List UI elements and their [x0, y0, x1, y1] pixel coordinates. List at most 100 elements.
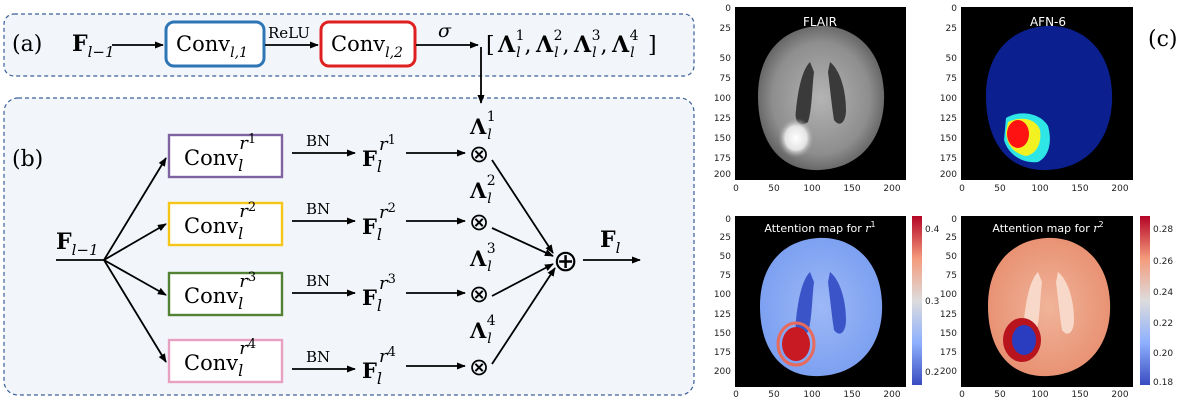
- tick: 0: [725, 215, 731, 225]
- tick: 50: [946, 54, 958, 64]
- merge-arrow-1: [491, 159, 554, 254]
- image-attention-r1: Attention map for r1 0.4 0.3 0.2 0 25 50…: [714, 215, 940, 400]
- panel-a-input: Fl−1: [72, 31, 115, 61]
- panel-a-label: (a): [12, 32, 42, 57]
- branch-2-lambda: Λl2: [469, 173, 496, 207]
- tick: 200: [1111, 390, 1128, 400]
- branch-2-conv-label: Convlr2: [184, 200, 256, 243]
- branch-4-conv-box: [167, 338, 284, 384]
- tick: 200: [883, 390, 900, 400]
- branch-1-multiply: ⊗: [469, 140, 489, 168]
- branch-3-conv-box: [167, 271, 284, 317]
- attn1-brain: [760, 237, 883, 377]
- attn1-lesion: [782, 327, 810, 361]
- branch-3-multiply: ⊗: [469, 280, 489, 308]
- branch-2-multiply: ⊗: [469, 208, 489, 236]
- conv-l1-label: Convl,1: [176, 32, 248, 61]
- lambda-set-4: Λl4: [611, 28, 639, 61]
- tick: 150: [1071, 184, 1088, 194]
- tick: 75: [946, 271, 957, 281]
- branch-1-bn: BN: [306, 132, 330, 150]
- attn2-colorbar: [1140, 216, 1150, 385]
- tick: 175: [940, 348, 957, 358]
- attn1-x-ticks: 0 50 100 150 200: [733, 390, 901, 400]
- attn2-y-ticks: 0 25 50 75 100 125 150 175 200: [940, 215, 957, 377]
- branch-1-conv-box: [167, 133, 284, 179]
- tick: 100: [940, 290, 957, 300]
- branch-4-bn: BN: [306, 348, 330, 366]
- tick: 175: [940, 154, 957, 164]
- tick: 100: [940, 94, 957, 104]
- tick: 200: [714, 170, 731, 180]
- conv-l2-box: [319, 20, 417, 68]
- attn1-title: Attention map for r1: [764, 220, 875, 235]
- tick: 0.26: [1153, 257, 1173, 267]
- panel-b-output: Fl: [600, 227, 621, 257]
- tick: 0: [951, 215, 957, 225]
- tick: 0: [725, 4, 731, 14]
- tick: 25: [720, 24, 731, 34]
- tick: 25: [946, 24, 957, 34]
- branch-1-conv-label: Convlr1: [184, 132, 256, 175]
- conv-l1-box: [164, 20, 266, 68]
- tick: 200: [1111, 184, 1128, 194]
- tick: 50: [720, 54, 732, 64]
- branch-2-bn: BN: [306, 200, 330, 218]
- flair-y-ticks: 0 25 50 75 100 125 150 175 200: [714, 4, 731, 180]
- tick: 0.28: [1153, 225, 1173, 235]
- tick: 100: [714, 290, 731, 300]
- tick: 0.20: [1153, 349, 1173, 359]
- merge-arrow-4: [491, 267, 556, 365]
- attn2-brain: [988, 237, 1111, 377]
- sigma-label: σ: [438, 20, 452, 42]
- tick: 0.22: [1153, 319, 1173, 329]
- tick: 150: [843, 390, 860, 400]
- tick: 50: [720, 252, 732, 262]
- tick: 175: [714, 154, 731, 164]
- tick: 100: [714, 94, 731, 104]
- branch-3-feat: Flr3: [362, 272, 396, 315]
- tick: 150: [843, 184, 860, 194]
- panel-b-frame: [3, 97, 695, 396]
- flair-brain: [758, 25, 885, 171]
- lambda-set-1: Λl1,: [497, 28, 531, 61]
- tick: 150: [1071, 390, 1088, 400]
- attn2-lesion-core: [1012, 325, 1036, 355]
- tick: 50: [994, 390, 1006, 400]
- tick: 0: [733, 390, 739, 400]
- tick: 100: [803, 390, 820, 400]
- tick: 150: [714, 329, 731, 339]
- tick: 100: [1031, 390, 1048, 400]
- tick: 75: [720, 271, 731, 281]
- tick: 25: [720, 233, 731, 243]
- branch-2-conv-box: [167, 201, 284, 247]
- fan-arrow-2: [103, 223, 167, 261]
- tick: 125: [714, 310, 731, 320]
- attn2-ventricle-left: [1023, 272, 1042, 335]
- image-attention-r2: Attention map for r2 0.28 0.26 0.24 0.22…: [940, 215, 1174, 400]
- tick: 50: [946, 252, 958, 262]
- tick: 50: [768, 184, 780, 194]
- tick: 0.24: [1153, 288, 1173, 298]
- tick: 25: [946, 233, 957, 243]
- tick: 0: [733, 184, 739, 194]
- merge-arrow-2: [491, 227, 554, 257]
- attn1-ventricle-left: [795, 272, 814, 335]
- panel-b-input: Fl−1: [56, 229, 99, 259]
- lambda-set-2: Λl2,: [535, 28, 569, 61]
- tick: 50: [768, 390, 780, 400]
- image-flair: FLAIR 0 25 50 75 100 125 150 175 200 0 5…: [714, 4, 906, 194]
- image-afn6: AFN-6 0 25 50 75 100 125 150 175 200 0 5…: [940, 4, 1133, 194]
- tick: 100: [1031, 184, 1048, 194]
- tick: 0.4: [925, 225, 940, 235]
- tick: 0.2: [925, 368, 939, 378]
- tick: 50: [994, 184, 1006, 194]
- tick: 200: [940, 367, 957, 377]
- flair-lesion: [778, 118, 814, 158]
- branch-4: Convlr4 BN Flr4 Λl4 ⊗: [167, 313, 496, 388]
- fan-arrow-1: [103, 157, 167, 261]
- attn1-ventricle-right: [828, 272, 846, 334]
- afn6-title: AFN-6: [1030, 15, 1066, 29]
- tick: 0: [959, 390, 965, 400]
